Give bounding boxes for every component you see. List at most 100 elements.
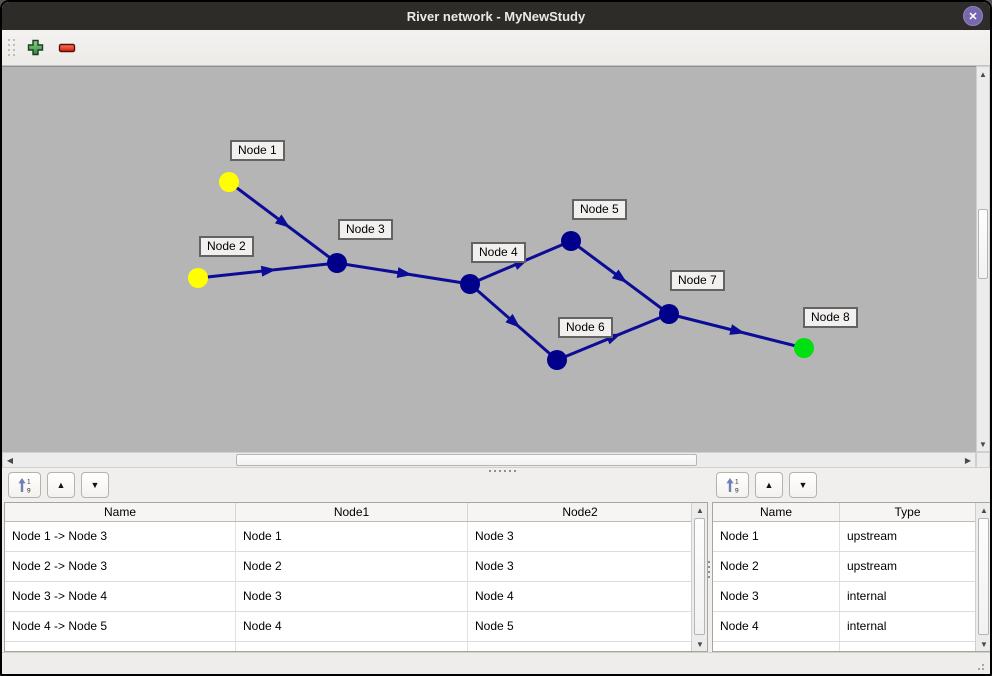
table-cell[interactable]: Node 2 — [713, 552, 840, 581]
column-header[interactable]: Name — [5, 503, 236, 521]
nodes-move-down-button[interactable]: ▼ — [789, 472, 817, 498]
river-node[interactable] — [561, 231, 581, 251]
river-node[interactable] — [794, 338, 814, 358]
table-cell[interactable]: Node 4 -> Node 5 — [5, 612, 236, 641]
table-row[interactable] — [5, 642, 707, 651]
links-scroll-thumb[interactable] — [694, 518, 705, 635]
flow-direction-arrow-icon — [396, 267, 413, 278]
river-network-canvas[interactable]: Node 1 Node 2 Node 3 Node 4 Node 5 Node 6 Node… — [2, 66, 976, 452]
table-cell[interactable] — [840, 642, 976, 651]
vertical-scroll-thumb[interactable] — [978, 209, 988, 279]
tables-splitter-handle[interactable] — [707, 556, 711, 582]
column-header[interactable]: Node1 — [236, 503, 468, 521]
network-graph — [188, 172, 814, 370]
titlebar[interactable]: River network - MyNewStudy ✕ — [2, 2, 990, 30]
flow-direction-arrow-icon — [505, 313, 521, 328]
node-label[interactable]: Node 3 — [338, 219, 393, 240]
table-cell[interactable]: Node 4 — [468, 582, 693, 611]
links-move-up-button[interactable]: ▲ — [47, 472, 75, 498]
canvas-horizontal-scrollbar[interactable]: ◀ ▶ — [2, 452, 976, 468]
scrollbar-corner — [976, 452, 990, 468]
column-header[interactable]: Name — [713, 503, 840, 521]
scroll-right-icon[interactable]: ▶ — [961, 453, 975, 467]
links-sort-button[interactable]: 1 9 — [8, 472, 41, 498]
links-move-down-button[interactable]: ▼ — [81, 472, 109, 498]
table-cell[interactable]: internal — [840, 582, 976, 611]
node-label[interactable]: Node 4 — [471, 242, 526, 263]
window-title: River network - MyNewStudy — [406, 8, 586, 24]
scroll-up-icon[interactable]: ▲ — [977, 67, 989, 81]
close-button[interactable]: ✕ — [963, 6, 983, 26]
river-node[interactable] — [460, 274, 480, 294]
svg-text:1: 1 — [735, 479, 739, 486]
table-cell[interactable]: Node 4 — [713, 612, 840, 641]
table-cell[interactable]: Node 3 — [468, 552, 693, 581]
nodes-sort-button[interactable]: 1 9 — [716, 472, 749, 498]
table-cell[interactable]: upstream — [840, 522, 976, 551]
scroll-down-icon[interactable]: ▼ — [977, 437, 989, 451]
canvas-vertical-scrollbar[interactable]: ▲ ▼ — [976, 66, 990, 452]
scroll-down-icon[interactable]: ▼ — [977, 637, 990, 651]
table-cell[interactable]: Node 2 -> Node 3 — [5, 552, 236, 581]
river-node[interactable] — [188, 268, 208, 288]
svg-text:9: 9 — [735, 488, 739, 494]
table-cell[interactable]: upstream — [840, 552, 976, 581]
column-header[interactable]: Node2 — [468, 503, 693, 521]
flow-direction-arrow-icon — [260, 265, 277, 277]
remove-node-button[interactable] — [54, 35, 80, 61]
node-label[interactable]: Node 6 — [558, 317, 613, 338]
table-cell[interactable]: Node 1 — [713, 522, 840, 551]
table-cell[interactable]: Node 3 -> Node 4 — [5, 582, 236, 611]
table-cell[interactable]: Node 4 — [236, 612, 468, 641]
node-label[interactable]: Node 8 — [803, 307, 858, 328]
table-row[interactable] — [713, 642, 990, 651]
table-cell[interactable] — [468, 642, 693, 651]
svg-text:9: 9 — [27, 488, 31, 494]
resize-grip[interactable] — [974, 660, 984, 670]
nodes-table-scrollbar[interactable]: ▲ ▼ — [975, 503, 990, 651]
river-node[interactable] — [547, 350, 567, 370]
status-bar — [2, 652, 990, 674]
node-label[interactable]: Node 5 — [572, 199, 627, 220]
table-cell[interactable]: Node 2 — [236, 552, 468, 581]
panel-splitter-handle[interactable] — [489, 470, 516, 472]
node-label[interactable]: Node 1 — [230, 140, 285, 161]
add-node-button[interactable] — [22, 35, 48, 61]
table-cell[interactable]: Node 3 — [468, 522, 693, 551]
scroll-left-icon[interactable]: ◀ — [3, 453, 17, 467]
scroll-down-icon[interactable]: ▼ — [693, 637, 707, 651]
table-cell[interactable] — [713, 642, 840, 651]
table-cell[interactable]: Node 5 — [468, 612, 693, 641]
river-node[interactable] — [219, 172, 239, 192]
table-cell[interactable] — [5, 642, 236, 651]
river-node[interactable] — [659, 304, 679, 324]
toolbar-drag-handle[interactable] — [6, 36, 16, 60]
links-table-scrollbar[interactable]: ▲ ▼ — [691, 503, 707, 651]
table-cell[interactable]: Node 3 — [236, 582, 468, 611]
horizontal-scroll-thumb[interactable] — [236, 454, 697, 466]
table-cell[interactable]: Node 3 — [713, 582, 840, 611]
node-label[interactable]: Node 7 — [670, 270, 725, 291]
table-cell[interactable]: internal — [840, 612, 976, 641]
table-cell[interactable]: Node 1 — [236, 522, 468, 551]
triangle-up-icon: ▲ — [56, 480, 66, 490]
table-cell[interactable]: Node 1 -> Node 3 — [5, 522, 236, 551]
flow-direction-arrow-icon — [274, 214, 291, 228]
green-plus-icon — [27, 39, 43, 56]
table-cell[interactable] — [236, 642, 468, 651]
nodes-scroll-thumb[interactable] — [978, 518, 989, 635]
scroll-up-icon[interactable]: ▲ — [977, 503, 990, 517]
river-node[interactable] — [327, 253, 347, 273]
column-header[interactable]: Type — [840, 503, 976, 521]
nodes-move-up-button[interactable]: ▲ — [755, 472, 783, 498]
node-label[interactable]: Node 2 — [199, 236, 254, 257]
scroll-up-icon[interactable]: ▲ — [693, 503, 707, 517]
